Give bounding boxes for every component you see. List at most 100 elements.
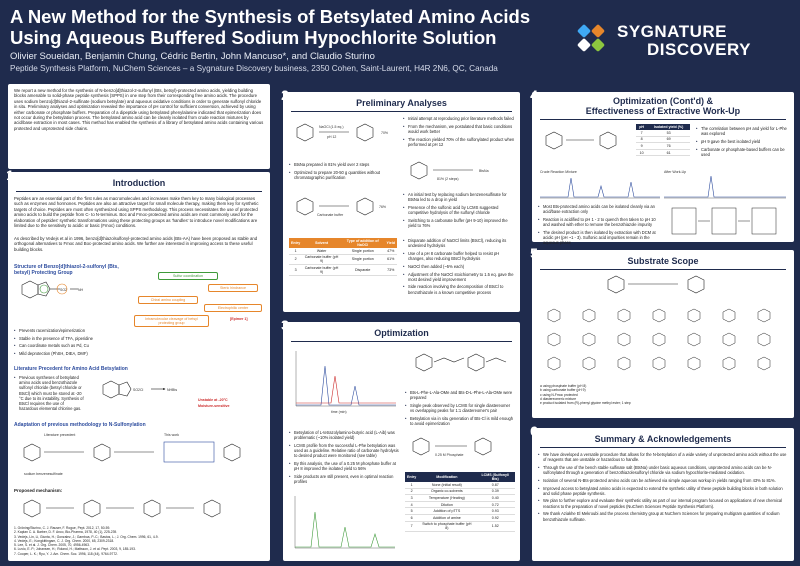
table-cell: 69 bbox=[647, 136, 690, 144]
btscl-structure-scheme: SO2Cl NHBts bbox=[93, 375, 193, 420]
bts-structure-scheme: SO2 NH bbox=[14, 277, 92, 312]
optimization-panel: Optimization time (min) Bts-L-Phe-L-Ala-… bbox=[283, 322, 520, 561]
prelim-bullet: Adjustment of the NaOCl stoichiometry to… bbox=[403, 272, 515, 282]
svg-text:NHBts: NHBts bbox=[167, 388, 177, 392]
prelim-bullet: The reaction yielded 70% of the sulfonyl… bbox=[403, 137, 515, 147]
summary-bullet: Through the use of the bench stable sulf… bbox=[538, 465, 788, 475]
table-cell: 1 bbox=[405, 482, 419, 489]
prelim-bullet: From the mechanism, we postulated that b… bbox=[403, 124, 515, 134]
table-header: Type of addition of NaOCl bbox=[340, 238, 385, 248]
logo-mark-icon bbox=[577, 24, 605, 52]
table-cell: 3 bbox=[405, 494, 419, 502]
table-cell: 61 bbox=[647, 149, 690, 157]
label-intramolecular-cleavage: Intramolecular cleavage of betsyl protec… bbox=[134, 315, 209, 327]
table-header: Modification bbox=[418, 472, 476, 482]
reference-item: 5. Lee, S. et al. J. Org. Chem. 2005, 70… bbox=[14, 543, 90, 548]
table-header-row: Entry Solvent Type of addition of NaOCl … bbox=[289, 238, 397, 248]
svg-text:sodium benzenesulfinate: sodium benzenesulfinate bbox=[24, 472, 63, 476]
table-cell: 6 bbox=[405, 514, 419, 522]
optim2-bullet: The correlation between pH and yield for… bbox=[696, 126, 790, 136]
optim-bullets-a: Bts-L-Phe-L-Ala-OMe and Bts-D-L-Phe-L-Al… bbox=[405, 390, 515, 429]
table-cell: 0.87 bbox=[475, 482, 515, 489]
svg-text:SO2: SO2 bbox=[60, 288, 67, 292]
table-cell: Water bbox=[302, 248, 341, 255]
substrate-scope-panel: Substrate Scope bbox=[532, 250, 794, 418]
table-cell: 0.40 bbox=[475, 494, 515, 502]
scope-footnote: c using N-Fmoc protected bbox=[540, 392, 578, 397]
divider bbox=[291, 111, 512, 112]
svg-text:NaOCl (1.5 eq.): NaOCl (1.5 eq.) bbox=[319, 125, 344, 129]
prelim-bullet: BtsNa prepared in 81% yield over 2 steps bbox=[289, 162, 399, 167]
substrate-scope-scheme bbox=[538, 274, 788, 382]
sygnature-logo: SYGNATURE DISCOVERY bbox=[575, 22, 790, 62]
optim2-bullet: The desired product is then isolated by … bbox=[538, 230, 660, 246]
optim-modification-table: Entry Modification LCMS (Sulfonyl/ Bts) … bbox=[405, 472, 515, 533]
intro-paragraph-2: As described by Vedejs et al in 1996, be… bbox=[14, 236, 258, 252]
svg-text:0.25 M Phosphate: 0.25 M Phosphate bbox=[435, 453, 463, 457]
table-cell: Switch to phosphate buffer (pH 8) bbox=[418, 521, 476, 533]
prelim-scheme-b: BtsNa 81% (2 steps) bbox=[403, 156, 515, 186]
summary-bullet: We plan to further explore and evaluate … bbox=[538, 498, 788, 508]
table-header: Yield bbox=[384, 238, 397, 248]
label-chiral-coupling: Chiral amino coupling bbox=[138, 296, 198, 304]
reference-item: 4. Vedejs, E.; Kongkittingam, C. J. Org.… bbox=[14, 538, 115, 543]
table-cell: 61% bbox=[384, 254, 397, 266]
abstract-panel: We report a new method for the synthesis… bbox=[8, 84, 270, 169]
optim-bullet: Betsylation via in situ generation of Bt… bbox=[405, 416, 515, 426]
introduction-title: Introduction bbox=[112, 178, 166, 188]
prelim-bullet: Switching to a carbonate buffer (pH 9-10… bbox=[403, 218, 515, 228]
author-list: Olivier Soueidan, Benjamin Chung, Cédric… bbox=[10, 51, 375, 62]
table-cell: 8 bbox=[636, 136, 648, 144]
table-cell: 7 bbox=[636, 130, 648, 137]
bts-advantage-item: Prevents racemization/epimerization bbox=[14, 328, 134, 333]
prelim-bullets-d: Disparate addition of NaOCl limits (BtsC… bbox=[403, 238, 515, 297]
summary-bullet: We thank Aziakhe El Mekroubi and the pro… bbox=[538, 511, 788, 521]
table-cell: 47% bbox=[384, 248, 397, 255]
bts-advantages-list: Prevents racemization/epimerization Stab… bbox=[14, 328, 134, 359]
table-cell: 1.52 bbox=[475, 521, 515, 533]
table-cell: Single portion bbox=[340, 254, 385, 266]
table-cell: 0.72 bbox=[475, 501, 515, 509]
scope-footnote: b using carbonate buffer (pH 9) bbox=[540, 388, 586, 393]
optim-bullet: Single peak observed by LCMS for single … bbox=[405, 403, 515, 413]
prelim-bullet: An initial test by replacing sodium benz… bbox=[403, 192, 515, 202]
hplc-trace-chart: time (min) bbox=[291, 346, 401, 416]
table-cell: 2 bbox=[289, 254, 303, 266]
optim-bullet: LCMS profile from the successful L-Phe b… bbox=[289, 443, 401, 459]
bts-advantage-item: Can coordinate metals such as Pd, Cu bbox=[14, 343, 134, 348]
optim-bullet: Side products are still present, even in… bbox=[289, 474, 401, 484]
prelim-bullet: NaOCl then added (~5% each) bbox=[403, 264, 515, 269]
table-cell: None (initial result) bbox=[418, 482, 476, 489]
table-row: 2 Carbonate buffer (pH 9) Single portion… bbox=[289, 254, 397, 266]
workup-chromatograms: Crude Reaction Mixture After Work-Up bbox=[538, 168, 788, 202]
svg-text:BtsNa: BtsNa bbox=[479, 169, 489, 173]
prelim-results-table: Entry Solvent Type of addition of NaOCl … bbox=[289, 238, 397, 276]
scope-footnote: e product isolated from (R)-phenyl glyci… bbox=[540, 401, 631, 406]
table-cell: 0.93 bbox=[475, 507, 515, 515]
divider bbox=[291, 341, 512, 342]
table-cell: 10 bbox=[636, 149, 648, 157]
dipeptide-structures bbox=[408, 346, 513, 386]
table-cell: 1 bbox=[289, 248, 303, 255]
table-cell: 0.92 bbox=[475, 514, 515, 522]
table-header-row: Entry Modification LCMS (Sulfonyl/ Bts) bbox=[405, 472, 515, 482]
lcms-bar-chart bbox=[291, 492, 399, 554]
extraction-scheme bbox=[666, 204, 788, 238]
prelim-bullets-b: BtsNa prepared in 81% yield over 2 steps… bbox=[289, 162, 399, 183]
scope-footnote: d diastereomeric mixture bbox=[540, 396, 577, 401]
table-cell: Disparate bbox=[340, 264, 385, 276]
optim2-bullet: Reaction is acidified to pH 1 - 2 to que… bbox=[538, 217, 660, 227]
optim-bullet: Bts-L-Phe-L-Ala-OMe and Bts-D-L-Phe-L-Al… bbox=[405, 390, 515, 400]
table-header: Solvent bbox=[302, 238, 341, 248]
label-moisture-sensitive: Moisture-sensitive bbox=[198, 404, 230, 408]
summary-title: Summary & Acknowledgements bbox=[594, 434, 732, 444]
poster-title: A New Method for the Synthesis of Betsyl… bbox=[10, 6, 531, 48]
prelim-bullets-c: An initial test by replacing sodium benz… bbox=[403, 192, 515, 231]
crude-mixture-label: Crude Reaction Mixture bbox=[540, 170, 577, 174]
prelim-bullet: Presence of the sulfonic acid by LCMS su… bbox=[403, 205, 515, 215]
svg-text:76%: 76% bbox=[379, 205, 386, 209]
literature-precedent-heading: Literature Precedent for Amino Acid Bets… bbox=[14, 366, 128, 372]
svg-text:Carbonate buffer: Carbonate buffer bbox=[317, 213, 344, 217]
